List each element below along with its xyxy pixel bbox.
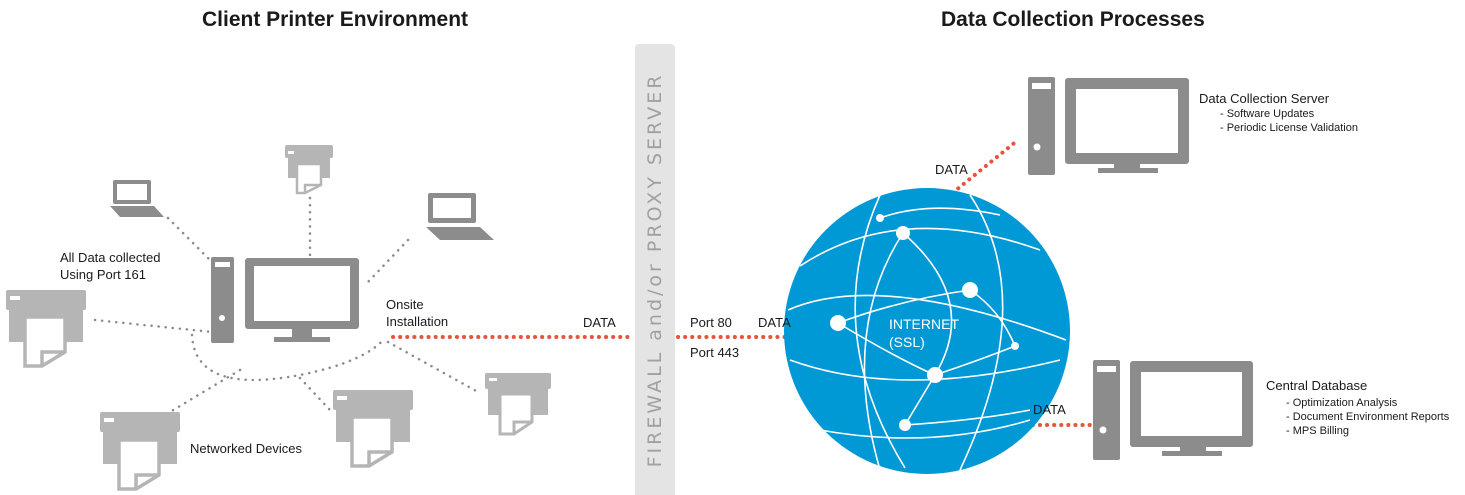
server-item: - Software Updates xyxy=(1220,108,1315,120)
internet-label-line1: INTERNET xyxy=(889,316,959,332)
client-computer xyxy=(211,257,359,343)
server-title: Data Collection Server xyxy=(1199,91,1330,106)
firewall-bar: FIREWALL and/or PROXY SERVER xyxy=(635,44,675,495)
onsite-label-line2: Installation xyxy=(386,314,449,329)
onsite-label-line1: Onsite xyxy=(386,297,424,312)
printer-top xyxy=(285,145,333,195)
data-label-server: DATA xyxy=(935,162,968,177)
laptop-top-right xyxy=(426,193,494,240)
globe-nodes xyxy=(830,214,1019,431)
data-label-database: DATA xyxy=(1033,402,1066,417)
printer-bottom-left xyxy=(100,412,180,491)
port-443-label: Port 443 xyxy=(690,345,740,360)
data-label-client: DATA xyxy=(583,315,616,330)
port-80-label: Port 80 xyxy=(690,315,732,330)
server-computer xyxy=(1028,77,1189,175)
database-item: - Optimization Analysis xyxy=(1286,397,1398,409)
database-item: - MPS Billing xyxy=(1286,425,1349,437)
networked-devices-label: Networked Devices xyxy=(190,441,302,456)
all-data-label-line2: Using Port 161 xyxy=(60,267,146,282)
database-title: Central Database xyxy=(1266,378,1368,393)
database-item: - Document Environment Reports xyxy=(1286,411,1450,423)
internet-globe xyxy=(784,188,1070,474)
all-data-label-line1: All Data collected xyxy=(60,250,161,265)
client-connector-lines xyxy=(93,196,480,414)
printer-bottom-middle xyxy=(333,390,413,468)
printer-right-small xyxy=(485,373,551,436)
right-title: Data Collection Processes xyxy=(941,8,1205,31)
printer-left xyxy=(6,290,86,368)
database-computer xyxy=(1093,360,1253,460)
internet-label-line2: (SSL) xyxy=(889,334,925,350)
data-label-internet: DATA xyxy=(758,315,791,330)
server-item: - Periodic License Validation xyxy=(1220,122,1358,134)
left-title: Client Printer Environment xyxy=(202,8,469,31)
laptop-top-left xyxy=(110,180,164,217)
